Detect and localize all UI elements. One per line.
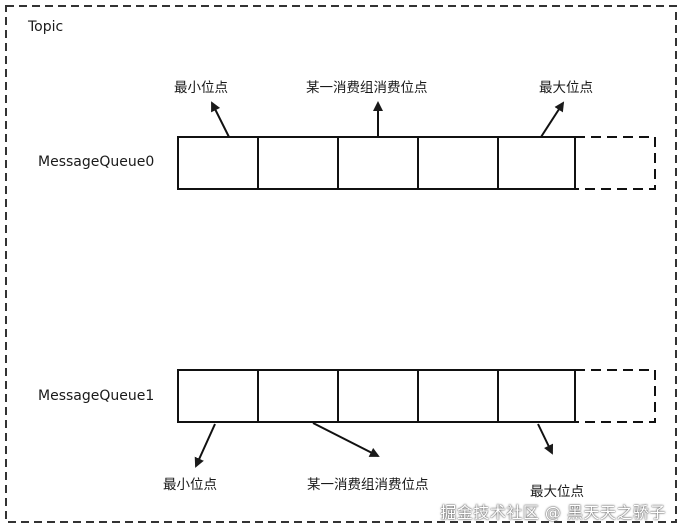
queue0-cells <box>177 136 656 190</box>
queue0-min-label: 最小位点 <box>174 80 228 96</box>
queue0-cell-5 <box>497 136 576 190</box>
queue1-cell-3 <box>337 369 419 423</box>
queue1-group-label: 某一消费组消费位点 <box>307 477 429 493</box>
queue1-group-arrow <box>312 422 380 457</box>
topic-border <box>5 5 677 523</box>
queue0-cell-1 <box>177 136 259 190</box>
queue1-max-arrow <box>537 423 554 455</box>
queue1-min-arrow <box>194 423 216 468</box>
queue0-cell-3 <box>337 136 419 190</box>
queue1-cell-2 <box>257 369 339 423</box>
queue1-cell-5 <box>497 369 576 423</box>
queue0-name: MessageQueue0 <box>38 154 155 170</box>
queue1-cell-1 <box>177 369 259 423</box>
queue1-max-label: 最大位点 <box>530 484 584 500</box>
queue0-cell-future <box>574 136 656 190</box>
queue0-cell-4 <box>417 136 499 190</box>
topic-title: Topic <box>28 19 64 35</box>
queue1-cell-future <box>574 369 656 423</box>
queue0-min-arrow <box>211 101 230 138</box>
queue1-min-label: 最小位点 <box>163 477 217 493</box>
queue0-max-arrow <box>540 101 565 138</box>
queue1-cell-4 <box>417 369 499 423</box>
queue0-group-label: 某一消费组消费位点 <box>306 80 428 96</box>
queue1-cells <box>177 369 656 423</box>
watermark: 掘金技术社区 @ 黑天天之骄子 <box>440 503 666 522</box>
queue1-name: MessageQueue1 <box>38 388 155 404</box>
queue0-max-label: 最大位点 <box>539 80 593 96</box>
queue0-cell-2 <box>257 136 339 190</box>
